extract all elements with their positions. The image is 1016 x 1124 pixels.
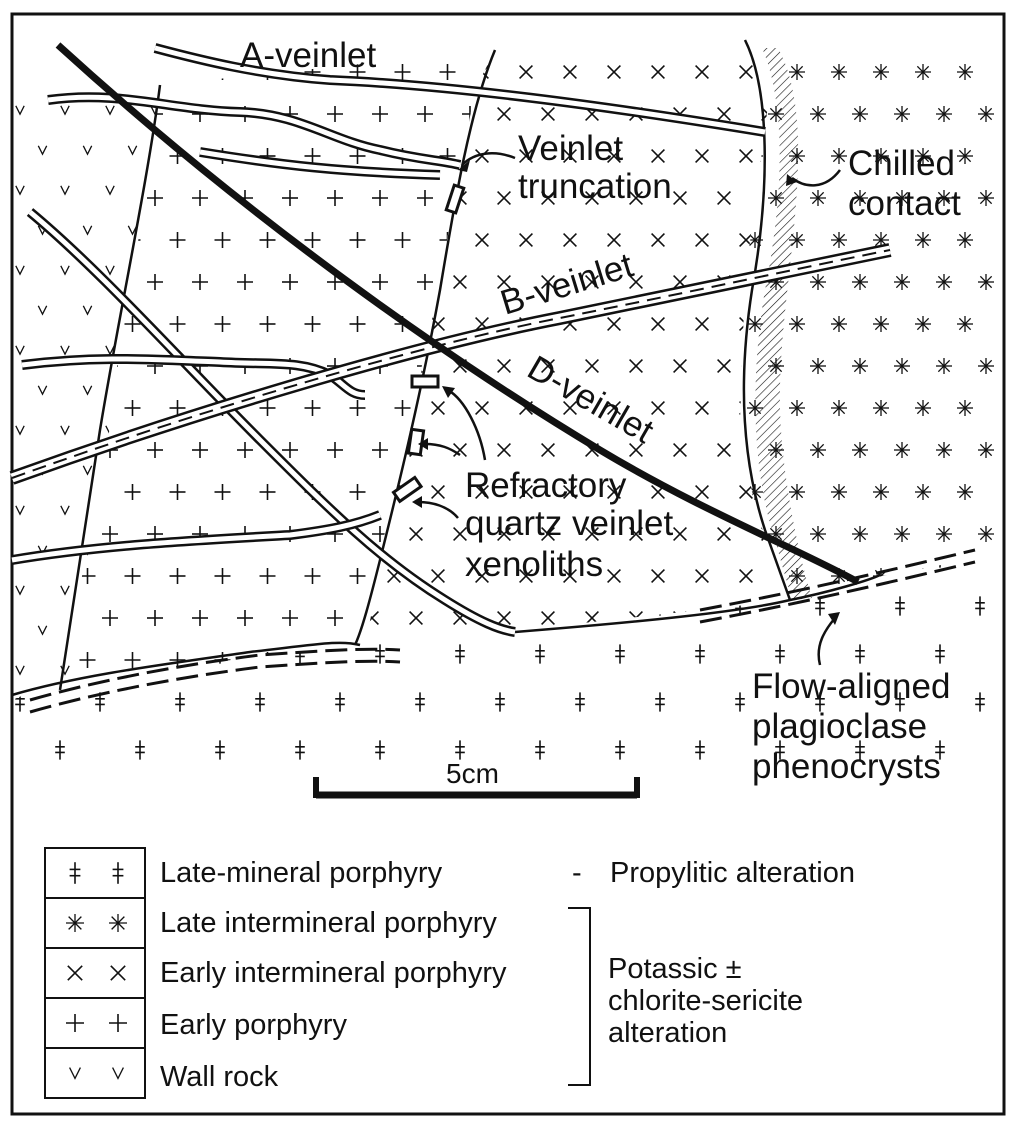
flow-aligned-contact: [29, 548, 976, 714]
flow-aligned-line-2: plagioclase: [752, 707, 927, 746]
a-veinlet-label: A-veinlet: [240, 36, 376, 75]
contacts: [11, 39, 881, 697]
potassic-line-1: Potassic ±: [608, 953, 742, 985]
refractory-label: Refractory quartz veinlet xenoliths: [465, 466, 683, 584]
d-veinlet: [55, 42, 860, 586]
b-veinlet: [9, 243, 892, 485]
chilled-contact-line-2: contact: [848, 184, 961, 223]
legend-label-wall-rock: Wall rock: [160, 1061, 279, 1093]
xenolith-truncation: [444, 183, 466, 215]
chilled-contact-label: Chilled contact: [848, 144, 965, 223]
flow-aligned-line-3: phenocrysts: [752, 747, 941, 786]
veinlet-truncation-line-1: Veinlet: [518, 129, 623, 168]
veinlet-truncation-line-2: truncation: [518, 167, 672, 206]
late-mineral-contact: [514, 573, 881, 634]
arrow-refractory-3: [417, 500, 459, 519]
late-mineral-west-contact: [11, 641, 361, 697]
outer-frame: [10, 12, 1006, 1116]
legend-label-early-intermineral: Early intermineral porphyry: [160, 957, 507, 989]
legend-symbols: [66, 862, 127, 1080]
early-porphyry-west-contact: [58, 84, 162, 691]
scale-bar: 5cm: [313, 758, 640, 799]
chilled-contact-band: [755, 48, 812, 600]
legend-box: [44, 847, 146, 1099]
flow-aligned-line-1: Flow-aligned: [752, 667, 950, 706]
arrow-refractory-2: [424, 442, 461, 457]
xenolith-1: [410, 374, 440, 389]
a-veinlets: [11, 43, 766, 637]
refractory-line-1: Refractory: [465, 466, 627, 505]
callout-arrows: [417, 152, 841, 666]
early-porphyry-east-contact: [353, 49, 497, 646]
legend: Late-mineral porphyry Late intermineral …: [44, 847, 855, 1099]
legend-label-early-porphyry: Early porphyry: [160, 1009, 347, 1041]
refractory-line-3: xenoliths: [465, 545, 603, 584]
potassic-bracket: [568, 907, 591, 1086]
xenolith-2: [406, 427, 426, 457]
potassic-label: Potassic ± chlorite-sericite alteration: [608, 953, 811, 1049]
potassic-line-3: alteration: [608, 1017, 727, 1049]
scale-bar-label: 5cm: [446, 758, 499, 789]
flow-aligned-label: Flow-aligned plagioclase phenocrysts: [752, 667, 960, 786]
arrow-flow: [817, 617, 836, 666]
arrow-chilled: [791, 169, 841, 187]
legend-label-late-mineral: Late-mineral porphyry: [160, 857, 443, 889]
xenolith-3: [391, 475, 424, 504]
arrow-refractory-1: [447, 388, 487, 461]
arrowheads: [412, 160, 840, 625]
chilled-contact-line-1: Chilled: [848, 144, 955, 183]
potassic-line-2: chlorite-sericite: [608, 985, 803, 1017]
legend-label-late-intermineral: Late intermineral porphyry: [160, 907, 497, 939]
refractory-line-2: quartz veinlet: [465, 504, 673, 543]
propylitic-label: Propylitic alteration: [610, 857, 855, 889]
propylitic-dash: -: [572, 857, 582, 889]
arrow-truncation: [461, 152, 516, 166]
late-intermineral-contact: [742, 39, 792, 601]
xenoliths: [391, 183, 466, 504]
veinlet-truncation-label: Veinlet truncation: [518, 129, 672, 206]
